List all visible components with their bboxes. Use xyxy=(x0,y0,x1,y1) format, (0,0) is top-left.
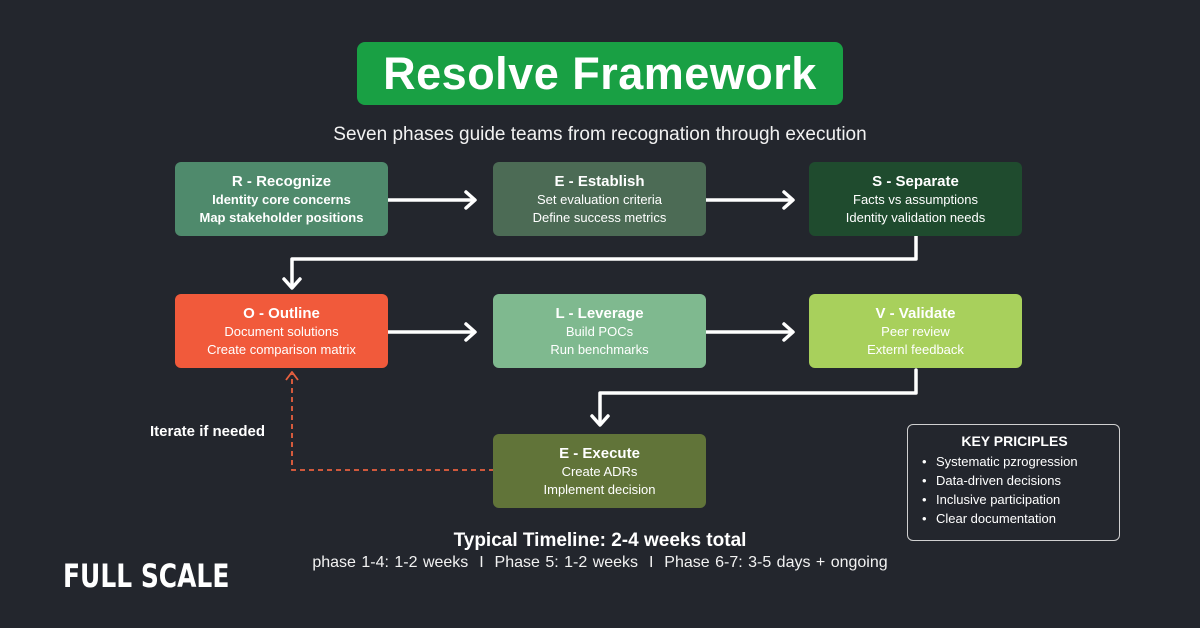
phase-detail: Identity validation needs xyxy=(845,210,986,225)
key-principles-title: KEY PRICIPLES xyxy=(961,433,1068,449)
phase-detail: Define success metrics xyxy=(532,210,667,225)
phase-leverage: L - Leverage Build POCs Run benchmarks xyxy=(493,294,706,368)
phase-name: O - Outline xyxy=(243,305,320,322)
phase-execute: E - Execute Create ADRs Implement decisi… xyxy=(493,434,706,508)
phase-detail: Externl feedback xyxy=(867,342,964,357)
phase-name: S - Separate xyxy=(872,173,959,190)
list-item: Data-driven decisions xyxy=(920,471,1109,490)
phase-outline: O - Outline Document solutions Create co… xyxy=(175,294,388,368)
key-principles-box: KEY PRICIPLES Systematic pzrogression Da… xyxy=(907,424,1120,541)
phase-recognize: R - Recognize Identity core concerns Map… xyxy=(175,162,388,236)
key-principles-list: Systematic pzrogression Data-driven deci… xyxy=(920,452,1109,528)
subtitle: Seven phases guide teams from recognatio… xyxy=(333,124,867,145)
phase-separate: S - Separate Facts vs assumptions Identi… xyxy=(809,162,1022,236)
phase-detail: Create ADRs xyxy=(561,464,638,479)
arrow-recognize-to-establish xyxy=(386,190,477,210)
arrow-establish-to-separate xyxy=(704,190,795,210)
list-item: Clear documentation xyxy=(920,509,1109,528)
phase-detail: Identity core concerns xyxy=(212,192,351,207)
arrow-iterate-dashed xyxy=(285,371,494,471)
phase-name: V - Validate xyxy=(875,305,956,322)
arrow-outline-to-leverage xyxy=(386,322,477,342)
phase-detail: Peer review xyxy=(881,324,950,339)
page-title: Resolve Framework xyxy=(383,47,817,99)
timeline-detail: phase 1-4: 1-2 weeks I Phase 5: 1-2 week… xyxy=(312,554,888,571)
phase-detail: Create comparison matrix xyxy=(207,342,356,357)
phase-name: L - Leverage xyxy=(555,305,644,322)
timeline-title: Typical Timeline: 2-4 weeks total xyxy=(453,530,747,551)
phase-detail: Document solutions xyxy=(224,324,339,339)
list-item: Inclusive participation xyxy=(920,490,1109,509)
title-banner: Resolve Framework xyxy=(357,42,843,105)
phase-name: R - Recognize xyxy=(231,173,332,190)
phase-detail: Set evaluation criteria xyxy=(536,192,662,207)
full-scale-logo: FULL SCALE xyxy=(63,557,230,595)
arrow-separate-to-outline xyxy=(282,234,918,290)
phase-name: E - Establish xyxy=(554,173,645,190)
phase-validate: V - Validate Peer review Externl feedbac… xyxy=(809,294,1022,368)
phase-detail: Implement decision xyxy=(543,482,656,497)
phase-name: E - Execute xyxy=(559,445,640,462)
arrow-leverage-to-validate xyxy=(704,322,795,342)
phase-establish: E - Establish Set evaluation criteria De… xyxy=(493,162,706,236)
phase-detail: Facts vs assumptions xyxy=(853,192,978,207)
iterate-label: Iterate if needed xyxy=(150,423,266,440)
phase-detail: Build POCs xyxy=(565,324,634,339)
phase-detail: Run benchmarks xyxy=(550,342,649,357)
arrow-validate-to-execute xyxy=(590,368,918,427)
phase-detail: Map stakeholder positions xyxy=(199,210,364,225)
list-item: Systematic pzrogression xyxy=(920,452,1109,471)
